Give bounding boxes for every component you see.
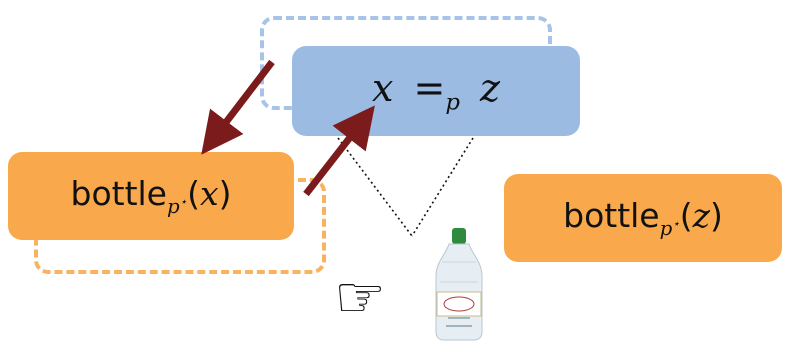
bottle-z-label: bottlep⋆(z) <box>563 196 723 240</box>
bottle-z-sup: ⋆ <box>672 216 680 231</box>
equation-lhs: x <box>371 66 394 111</box>
bottle-x-func: bottle <box>70 174 168 214</box>
bottle-x-label: bottlep⋆(x) <box>71 174 232 218</box>
equation-rhs: z <box>480 66 501 111</box>
dotted-line-left <box>337 137 413 237</box>
bottle-x-open-paren: ( <box>187 174 200 214</box>
bottle-x-box: bottlep⋆(x) <box>8 152 294 240</box>
bottle-x-sup: ⋆ <box>179 194 188 209</box>
bottle-z-arg: z <box>692 196 710 236</box>
bottle-z-open-paren: ( <box>679 196 693 236</box>
arrow-to-equation <box>303 105 375 197</box>
equation-operator-subscript: p <box>445 89 460 116</box>
arrow-to-bottle-x <box>201 59 275 155</box>
equation-operator: = <box>413 66 446 111</box>
bottle-z-sub: p <box>659 216 673 240</box>
bottle-x-sub: p <box>167 194 180 218</box>
pointing-hand-icon: ☞ <box>334 263 386 331</box>
bottle-x-arg: x <box>199 174 219 214</box>
bottle-z-box: bottlep⋆(z) <box>504 174 782 262</box>
bottle-z-close-paren: ) <box>710 196 723 236</box>
water-bottle-icon <box>435 228 483 341</box>
bottle-x-close-paren: ) <box>218 174 232 214</box>
dotted-line-right <box>411 137 474 237</box>
equation-label: x =p z <box>372 66 500 116</box>
bottle-z-func: bottle <box>563 196 660 236</box>
